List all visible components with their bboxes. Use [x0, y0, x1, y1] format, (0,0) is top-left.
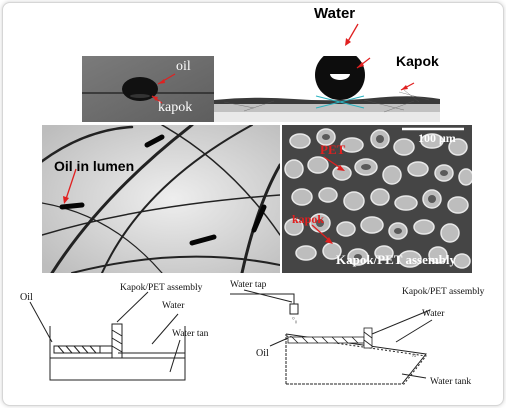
svg-text:≈: ≈ — [412, 351, 417, 360]
oil-in-lumen-label: Oil in lumen — [54, 158, 135, 174]
oil-in-lumen-image: Oil in lumen — [42, 125, 280, 273]
left-assembly-label: Kapok/PET assembly — [120, 283, 203, 293]
scale-bar-label: 100 μm — [418, 131, 456, 145]
right-setup-diagram: °₀ ≈ Water tap Kapok/PET assembly Water … — [230, 280, 485, 387]
water-droplet-image — [214, 56, 440, 122]
oil-label: oil — [176, 59, 191, 74]
right-water-label: Water — [422, 309, 445, 319]
svg-text:°₀: °₀ — [292, 316, 298, 324]
left-setup-diagram: Oil Kapok/PET assembly Water Water tan — [20, 283, 209, 381]
kapok-pet-sem-image: 100 μm PET kapok Kapok/PET assembly — [282, 125, 472, 273]
kapok-pet-caption: Kapok/PET assembly — [336, 252, 457, 267]
oil-droplet — [122, 77, 158, 101]
right-tank-label: Water tank — [430, 377, 471, 387]
oil-droplet-image: oil kapok — [82, 56, 214, 122]
kapok-sem-label: kapok — [292, 212, 325, 226]
right-tap-label: Water tap — [230, 280, 267, 290]
water-label: Water — [314, 5, 356, 22]
left-oil-label: Oil — [20, 292, 33, 303]
kapok-label: kapok — [158, 100, 193, 115]
water-arrow — [345, 23, 359, 46]
kapok-label-right: Kapok — [396, 53, 439, 69]
right-oil-label: Oil — [256, 348, 269, 359]
left-water-label: Water — [162, 301, 185, 311]
left-tank-label: Water tan — [172, 329, 209, 339]
pet-label: PET — [320, 142, 346, 157]
right-assembly-label: Kapok/PET assembly — [402, 287, 485, 297]
